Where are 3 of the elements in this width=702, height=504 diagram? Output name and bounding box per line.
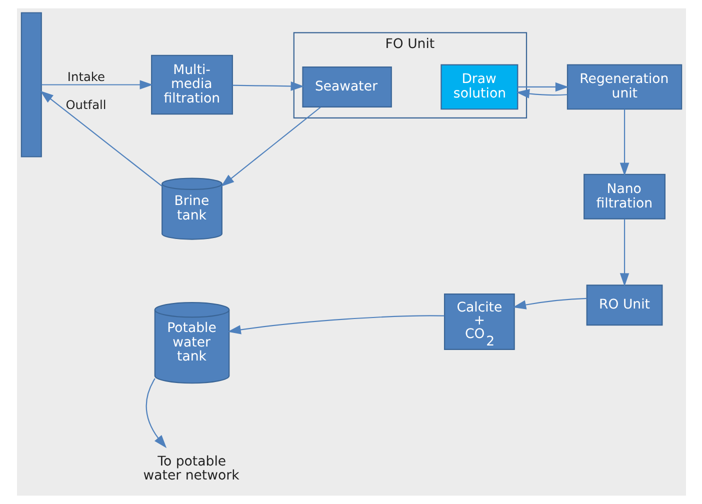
edge-label: Intake — [66, 70, 105, 84]
edge-label: Outfall — [65, 98, 106, 112]
node-text: To potable water network — [142, 454, 239, 484]
